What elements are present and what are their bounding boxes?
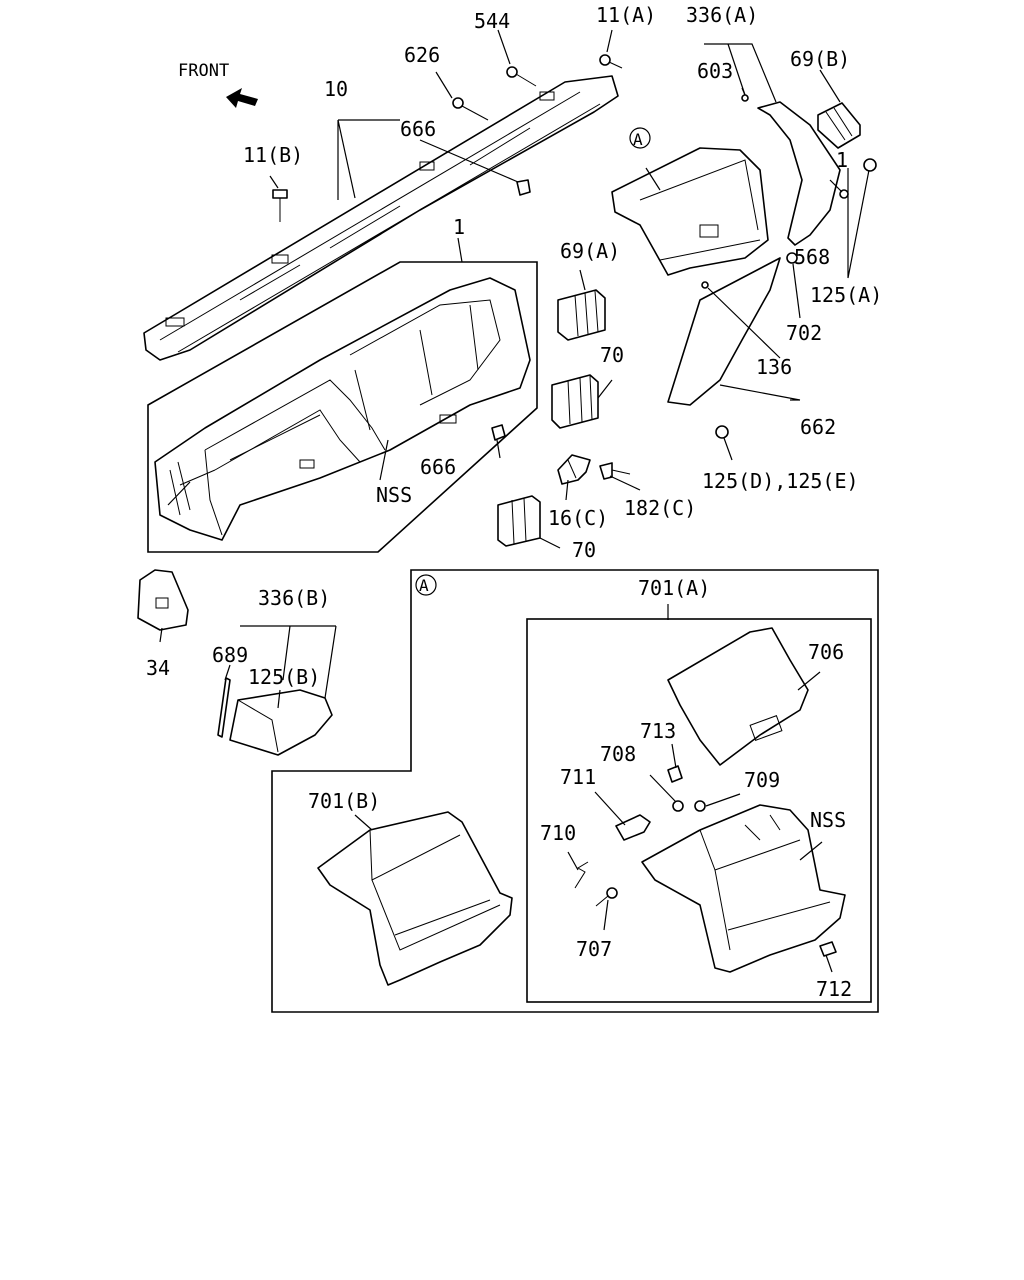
glove-box-701b-part (317, 811, 513, 986)
label-701a: 701(A) (638, 576, 710, 600)
vent-69b-part (817, 102, 861, 149)
label-16c: 16(C) (548, 506, 608, 530)
bolt-626-part (452, 97, 489, 121)
label-689: 689 (212, 643, 248, 667)
glove-box-inner-nss-part (641, 804, 846, 973)
label-713: 713 (640, 719, 676, 743)
label-706: 706 (808, 640, 844, 664)
clip-136-part (701, 281, 709, 289)
nut-702-part (786, 252, 798, 264)
lower-cover-left-part (217, 677, 333, 756)
bracket-711-part (615, 814, 651, 841)
clip-666-top-part (516, 179, 531, 196)
screw-182c-part (599, 462, 631, 480)
clip-712-part (819, 941, 837, 957)
label-nss-panel: NSS (376, 483, 412, 507)
part-labels: 544 11(A) 336(A) 626 603 69(B) 10 666 11… (146, 3, 882, 1001)
label-336b: 336(B) (258, 586, 330, 610)
label-336a: 336(A) (686, 3, 758, 27)
lower-panel-662-part (667, 257, 781, 406)
clip-125de-part (715, 425, 729, 439)
label-34: 34 (146, 656, 170, 680)
label-666-top: 666 (400, 117, 436, 141)
ref-mark-a-top: A (629, 127, 651, 149)
label-70-mid: 70 (600, 343, 624, 367)
label-711: 711 (560, 765, 596, 789)
instrument-panel-group-box (147, 261, 538, 553)
label-11b: 11(B) (243, 143, 303, 167)
end-cap-part (137, 569, 189, 631)
ref-mark-a-detail: A (415, 574, 437, 596)
label-701b: 701(B) (308, 789, 380, 813)
label-708: 708 (600, 742, 636, 766)
detail-a-frame (271, 569, 879, 1013)
glove-box-outer-part (611, 147, 769, 276)
glove-box-lid-706-part (667, 627, 809, 766)
label-666-mid: 666 (420, 455, 456, 479)
front-arrow-icon (226, 88, 258, 108)
label-603: 603 (697, 59, 733, 83)
label-712: 712 (816, 977, 852, 1001)
latch-713-part (667, 765, 683, 783)
vent-69a-part (557, 289, 606, 341)
label-69b: 69(B) (790, 47, 850, 71)
label-136: 136 (756, 355, 792, 379)
spring-710-part (574, 861, 589, 889)
svg-text:A: A (419, 576, 429, 595)
label-nss-glovebox: NSS (810, 808, 846, 832)
label-662: 662 (800, 415, 836, 439)
svg-text:A: A (633, 130, 643, 149)
clip-603-part (741, 94, 749, 102)
bolt-11b-part (272, 189, 288, 222)
label-568: 568 (794, 245, 830, 269)
label-70-low: 70 (572, 538, 596, 562)
label-11a: 11(A) (596, 3, 656, 27)
bolt-11a-part (599, 54, 623, 69)
label-125b: 125(B) (248, 665, 320, 689)
clip-666-mid-part (491, 424, 506, 441)
front-label: FRONT (178, 61, 229, 81)
label-544: 544 (474, 9, 510, 33)
label-125a: 125(A) (810, 283, 882, 307)
upper-cover-part (143, 75, 619, 361)
glove-box-assembly-box (526, 618, 872, 1003)
pin-709-part (694, 800, 706, 812)
side-panel-336a-part (757, 101, 841, 246)
screw-707-part (595, 887, 618, 907)
vent-70-lower-part (497, 495, 541, 547)
leader-lines (159, 29, 870, 973)
label-702: 702 (786, 321, 822, 345)
label-10: 10 (324, 77, 348, 101)
pin-708-part (672, 800, 684, 812)
label-626: 626 (404, 43, 440, 67)
label-709: 709 (744, 768, 780, 792)
label-707: 707 (576, 937, 612, 961)
label-1-right: 1 (836, 148, 848, 172)
label-125de: 125(D),125(E) (702, 469, 859, 493)
label-710: 710 (540, 821, 576, 845)
label-1-mid: 1 (453, 215, 465, 239)
label-182c: 182(C) (624, 496, 696, 520)
bolt-544-part (506, 66, 537, 87)
instrument-panel-part (154, 277, 531, 541)
bracket-16c-part (557, 454, 591, 485)
vent-70-upper-part (551, 374, 599, 429)
label-69a: 69(A) (560, 239, 620, 263)
clip-125a-part (863, 158, 877, 172)
